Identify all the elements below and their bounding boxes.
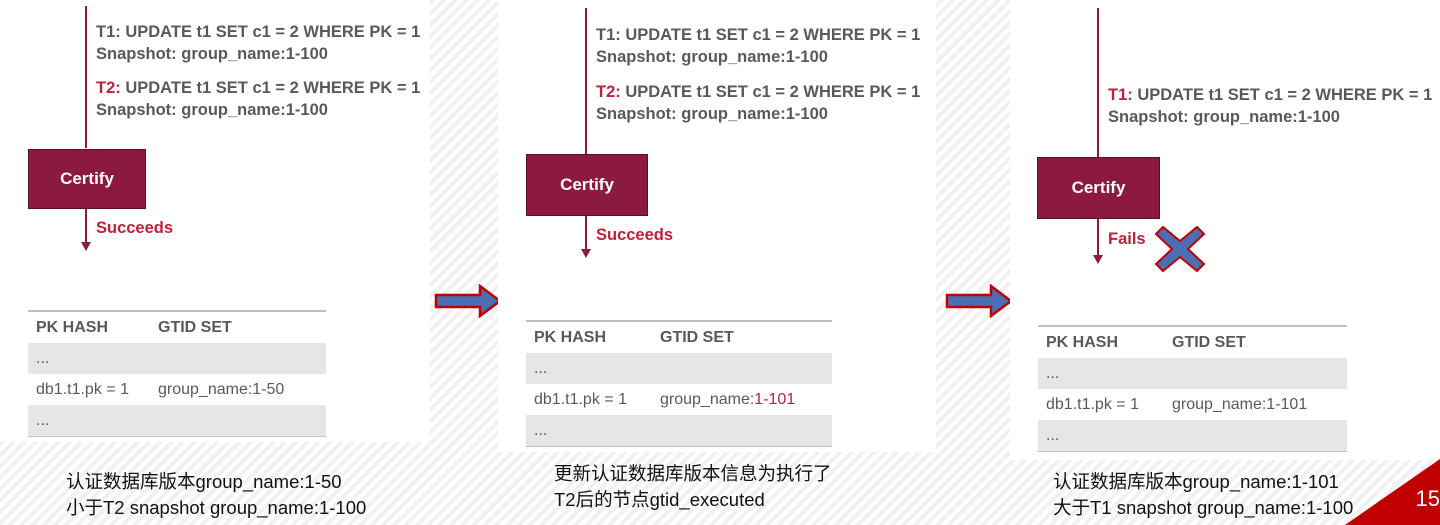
table-header: PK HASH GTID SET	[28, 310, 326, 343]
t1-statement: T1: UPDATE t1 SET c1 = 2 WHERE PK = 1	[1108, 86, 1433, 104]
certification-table: PK HASH GTID SET ... db1.t1.pk = 1 group…	[526, 320, 832, 447]
caption-3: 认证数据库版本group_name:1-101 大于T1 snapshot gr…	[1053, 471, 1354, 518]
header-gtid-set: GTID SET	[660, 328, 734, 346]
t1-statement: T1: UPDATE t1 SET c1 = 2 WHERE PK = 1	[96, 23, 421, 41]
table-row: db1.t1.pk = 1 group_name:1-50	[36, 380, 285, 398]
t1-statement: T1: UPDATE t1 SET c1 = 2 WHERE PK = 1	[596, 26, 921, 44]
flow-line-bottom	[1097, 219, 1099, 256]
header-gtid-set: GTID SET	[158, 318, 232, 336]
result-label: Fails	[1108, 230, 1146, 248]
t1-snapshot: Snapshot: group_name:1-100	[96, 45, 328, 63]
table-row: db1.t1.pk = 1 group_name:1-101	[534, 390, 796, 408]
t2-snapshot: Snapshot: group_name:1-100	[96, 101, 328, 119]
flow-line-bottom	[85, 209, 87, 243]
certify-box: Certify	[28, 149, 146, 209]
table-header: PK HASH GTID SET	[526, 320, 832, 353]
page-number: 15	[1415, 486, 1440, 511]
caption-1: 认证数据库版本group_name:1-50 小于T2 snapshot gro…	[66, 471, 367, 518]
right-arrow-icon	[434, 284, 502, 318]
t2-statement: T2: UPDATE t1 SET c1 = 2 WHERE PK = 1	[96, 79, 421, 97]
arrow-head-icon	[81, 242, 91, 251]
certification-table: PK HASH GTID SET ... db1.t1.pk = 1 group…	[28, 310, 326, 437]
flow-line-bottom	[585, 216, 587, 250]
flow-line-top	[85, 6, 87, 148]
table-row: ...	[1038, 358, 1347, 389]
table-row: ...	[1038, 420, 1347, 452]
result-label: Succeeds	[596, 226, 674, 244]
caption-2: 更新认证数据库版本信息为执行了 T2后的节点gtid_executed	[554, 463, 832, 510]
t1-snapshot: Snapshot: group_name:1-100	[596, 48, 828, 66]
header-pk-hash: PK HASH	[36, 318, 109, 336]
table-row: ...	[28, 343, 326, 374]
arrow-head-icon	[1093, 255, 1103, 264]
table-row: ...	[526, 415, 832, 447]
fail-cross-icon	[1154, 225, 1206, 273]
right-arrow-icon	[945, 284, 1013, 318]
table-row: ...	[526, 353, 832, 384]
table-header: PK HASH GTID SET	[1038, 325, 1347, 358]
table-row: ...	[28, 405, 326, 437]
updated-gtid-value: 1-101	[754, 390, 796, 408]
result-label: Succeeds	[96, 219, 174, 237]
flow-line-top	[1097, 8, 1099, 158]
flow-line-top	[585, 8, 587, 154]
certification-table: PK HASH GTID SET ... db1.t1.pk = 1 group…	[1038, 325, 1347, 452]
t2-statement: T2: UPDATE t1 SET c1 = 2 WHERE PK = 1	[596, 83, 921, 101]
t1-snapshot: Snapshot: group_name:1-100	[1108, 108, 1340, 126]
t2-snapshot: Snapshot: group_name:1-100	[596, 105, 828, 123]
header-pk-hash: PK HASH	[534, 328, 607, 346]
page-corner-decoration	[1345, 459, 1440, 525]
certify-box: Certify	[526, 154, 648, 216]
certify-box: Certify	[1037, 157, 1160, 219]
table-row: db1.t1.pk = 1 group_name:1-101	[1046, 395, 1308, 413]
arrow-head-icon	[581, 249, 591, 258]
header-gtid-set: GTID SET	[1172, 333, 1246, 351]
header-pk-hash: PK HASH	[1046, 333, 1119, 351]
